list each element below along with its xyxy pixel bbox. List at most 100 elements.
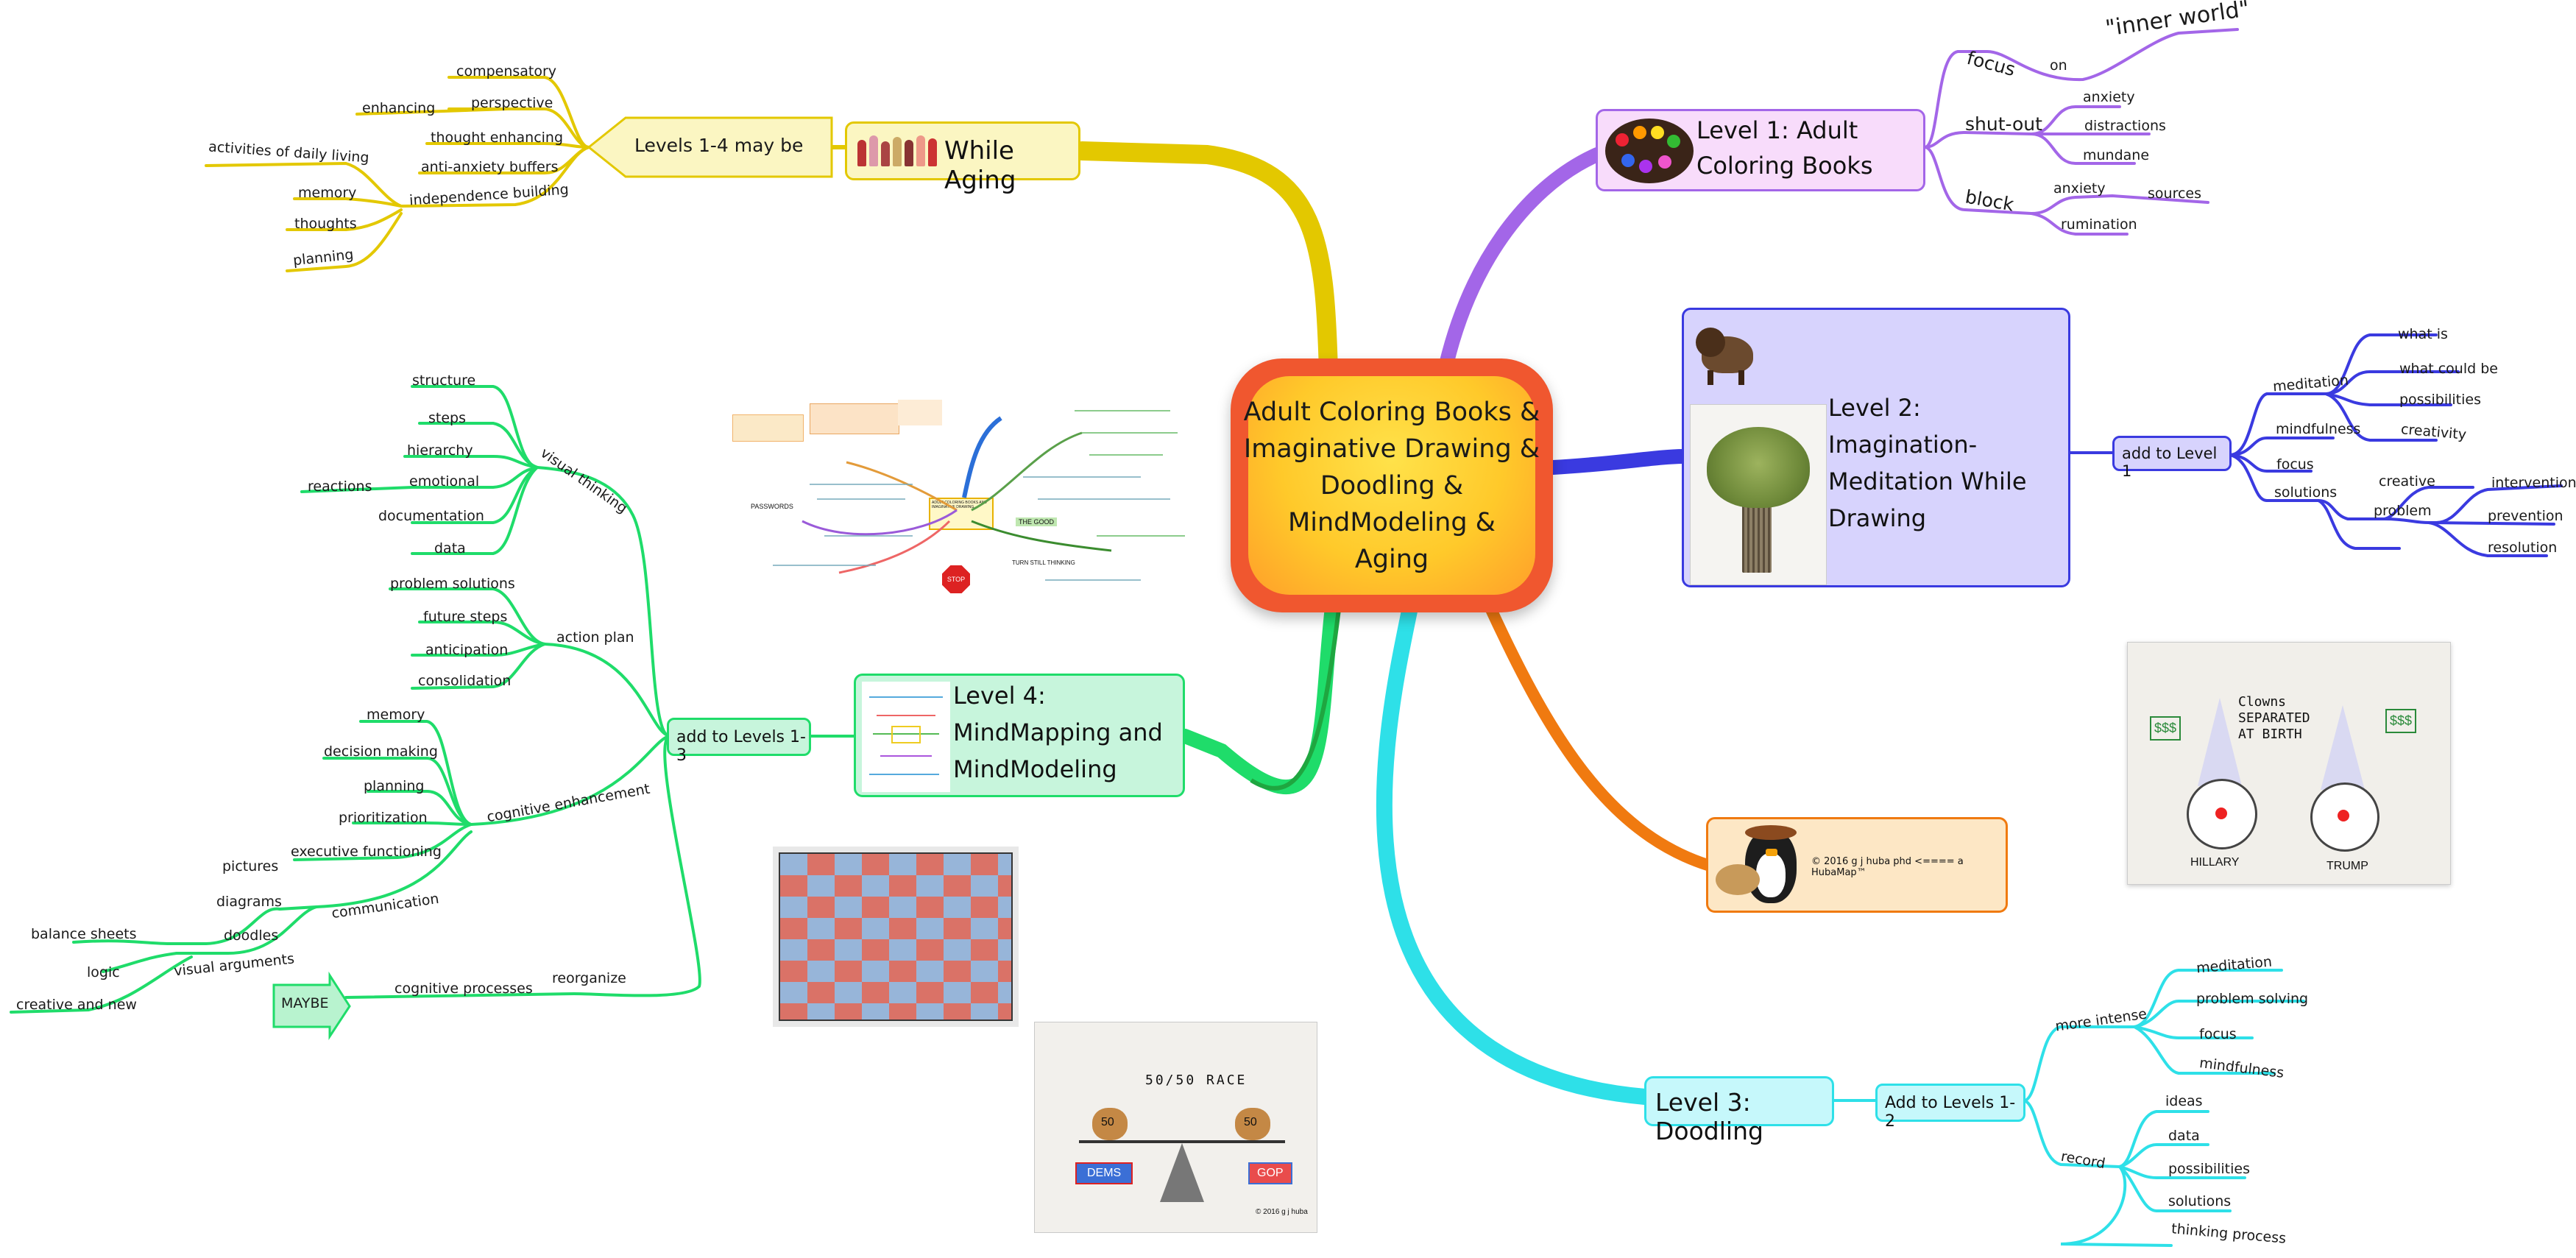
- level4-hierarchy: hierarchy: [407, 442, 473, 459]
- clowns-dollars-left: $$$: [2150, 716, 2182, 741]
- topic-while-aging-label: While Aging: [944, 136, 1016, 195]
- level4-data: data: [434, 540, 466, 556]
- branch-level3: [1376, 603, 1653, 1105]
- race-fulcrum: [1160, 1143, 1204, 1202]
- topic-level4-label: Level 4: MindMapping and MindModeling: [953, 682, 1163, 783]
- level4-emotional: emotional: [409, 473, 480, 490]
- level4-diagrams: diagrams: [216, 894, 282, 910]
- level4-sub-label: add to Levels 1-3: [676, 728, 806, 765]
- level4-consolidation: consolidation: [418, 673, 512, 689]
- level4-cognitive-processes: cognitive processes: [394, 980, 533, 997]
- aging-item-thought-enhancing: thought enhancing: [431, 130, 564, 146]
- race-signature: © 2016 g j huba: [1256, 1208, 1308, 1216]
- level1-shutout-mundane: mundane: [2083, 147, 2150, 163]
- level2-solutions: solutions: [2274, 484, 2338, 501]
- level3-sub-node[interactable]: Add to Levels 1-2: [1875, 1084, 2025, 1131]
- level1-block-anxiety: anxiety: [2053, 180, 2106, 197]
- level4-maybe[interactable]: MAYBE: [281, 995, 329, 1011]
- level4-documentation: documentation: [378, 508, 484, 524]
- branch-level2: [1546, 449, 1693, 475]
- level1-rumination: rumination: [2061, 216, 2137, 233]
- clowns-sketch-image: $$$ $$$ Clowns SEPARATED AT BIRTH HILLAR…: [2127, 642, 2451, 885]
- race-bag-right-label: 50: [1244, 1116, 1257, 1128]
- level1-shutout-anxiety: anxiety: [2083, 89, 2135, 105]
- minimap-thinking: TURN STILL THINKING: [1012, 559, 1075, 566]
- level4-reactions: reactions: [308, 478, 372, 495]
- clowns-hillary: HILLARY: [2190, 856, 2240, 869]
- topic-level3[interactable]: Level 3: Doodling: [1644, 1076, 1834, 1145]
- branch-level4: [1178, 600, 1340, 795]
- level4-logic: logic: [87, 964, 120, 980]
- mindmap-thumbnail-image: ADULT COLORING BOOKS AND IMAGINATIVE DRA…: [729, 389, 1192, 609]
- aging-item-anti-anxiety: anti-anxiety buffers: [421, 159, 559, 175]
- level3-sub-label: Add to Levels 1-2: [1885, 1094, 2016, 1131]
- level2-creative: creative: [2379, 473, 2435, 490]
- topic-level2-label: Level 2: Imagination- Meditation While D…: [1828, 394, 2027, 532]
- aging-sub-label[interactable]: Levels 1-4 may be: [634, 135, 804, 156]
- topic-level3-label: Level 3: Doodling: [1655, 1088, 1763, 1145]
- race-dems: DEMS: [1075, 1162, 1133, 1184]
- level2-what-could-be: what could be: [2399, 361, 2498, 377]
- quilt-coloring-image: [773, 847, 1019, 1027]
- credit-node[interactable]: © 2016 g j huba phd <==== a HubaMap™: [1706, 817, 2008, 913]
- level2-sub-node[interactable]: add to Level 1: [2112, 436, 2232, 480]
- race-bag-left: 50: [1092, 1108, 1128, 1140]
- aging-item-perspective: perspective: [471, 95, 553, 111]
- level2-what-is: what is: [2398, 326, 2448, 342]
- level4-decision-making: decision making: [324, 743, 438, 760]
- minimap-stop: STOP: [942, 565, 970, 593]
- clown-hat-right: [2321, 705, 2365, 790]
- level4-doodles: doodles: [224, 927, 279, 944]
- level4-steps: steps: [428, 410, 466, 426]
- clowns-caption: Clowns SEPARATED AT BIRTH: [2238, 694, 2310, 742]
- level4-structure: structure: [412, 372, 476, 389]
- topic-while-aging[interactable]: While Aging: [845, 121, 1080, 195]
- level3-possibilities: possibilities: [2168, 1161, 2250, 1177]
- race-sketch-image: 50/50 RACE 50 50 DEMS GOP © 2016 g j hub…: [1034, 1022, 1317, 1233]
- level4-anticipation: anticipation: [425, 642, 509, 658]
- level3-data: data: [2168, 1128, 2200, 1144]
- palette-image: [1605, 119, 1694, 183]
- level4-creative-and-new: creative and new: [16, 997, 137, 1013]
- level2-problem: problem: [2374, 503, 2432, 519]
- race-bag-right: 50: [1235, 1108, 1270, 1140]
- maybe-arrow: [272, 971, 351, 1041]
- level4-pictures: pictures: [222, 858, 279, 874]
- level1-sources: sources: [2148, 185, 2201, 202]
- topic-level1-label: Level 1: Adult Coloring Books: [1696, 116, 1873, 180]
- branch-level1: [1439, 147, 1604, 372]
- topic-level2[interactable]: Level 2: Imagination- Meditation While D…: [1682, 308, 2070, 587]
- level4-executive-functioning: executive functioning: [291, 844, 442, 860]
- level2-resolution: resolution: [2488, 540, 2558, 556]
- minimap-lines: [773, 410, 1185, 581]
- aging-item-enhancing: enhancing: [362, 100, 436, 116]
- branch-aging: [1072, 141, 1338, 381]
- topic-level1[interactable]: Level 1: Adult Coloring Books: [1596, 109, 1925, 191]
- tree-drawing-image: [1690, 404, 1827, 585]
- level2-prevention: prevention: [2488, 508, 2563, 524]
- center-topic[interactable]: Adult Coloring Books & Imaginative Drawi…: [1231, 358, 1553, 612]
- level1-shutout: shut-out: [1965, 113, 2042, 135]
- level2-mindfulness: mindfulness: [2276, 421, 2361, 437]
- level4-action-plan: action plan: [556, 629, 634, 646]
- penguin-artist-image: [1716, 824, 1811, 909]
- minimap-good: THE GOOD: [1016, 517, 1058, 526]
- level4-prioritization: prioritization: [339, 810, 428, 826]
- topic-level4[interactable]: Level 4: MindMapping and MindModeling: [854, 674, 1185, 797]
- level4-sub-node[interactable]: add to Levels 1-3: [667, 718, 811, 765]
- bison-image: [1694, 320, 1761, 386]
- aging-item-thoughts: thoughts: [294, 216, 357, 232]
- clowns-trump: TRUMP: [2326, 860, 2368, 872]
- center-topic-inner: [1248, 376, 1535, 595]
- level4-problem-solutions: problem solutions: [390, 576, 515, 592]
- level4-mindmap-image: [862, 682, 950, 792]
- clown-face-right: [2310, 782, 2379, 852]
- levels-arrow: [587, 116, 833, 178]
- minimap-stop-label: STOP: [946, 576, 966, 583]
- level4-planning: planning: [364, 778, 425, 794]
- level1-on: on: [2050, 57, 2067, 74]
- level1-shutout-distractions: distractions: [2084, 118, 2166, 134]
- clown-face-left: [2187, 779, 2257, 849]
